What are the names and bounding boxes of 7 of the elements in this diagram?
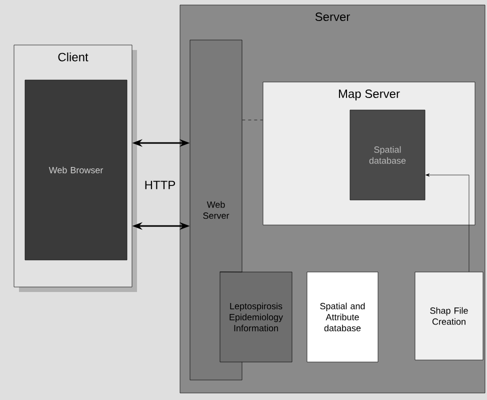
component-box: Web Browser — [24, 80, 128, 260]
database-box: Spatial and Attribute database — [306, 272, 378, 362]
protocol-label: HTTP — [145, 180, 176, 190]
database-box: Spatial database — [350, 110, 426, 200]
component-box: Shap File Creation — [414, 272, 484, 360]
connector — [426, 173, 470, 272]
component-box: Leptospirosis Epidemiology Information — [220, 272, 292, 362]
